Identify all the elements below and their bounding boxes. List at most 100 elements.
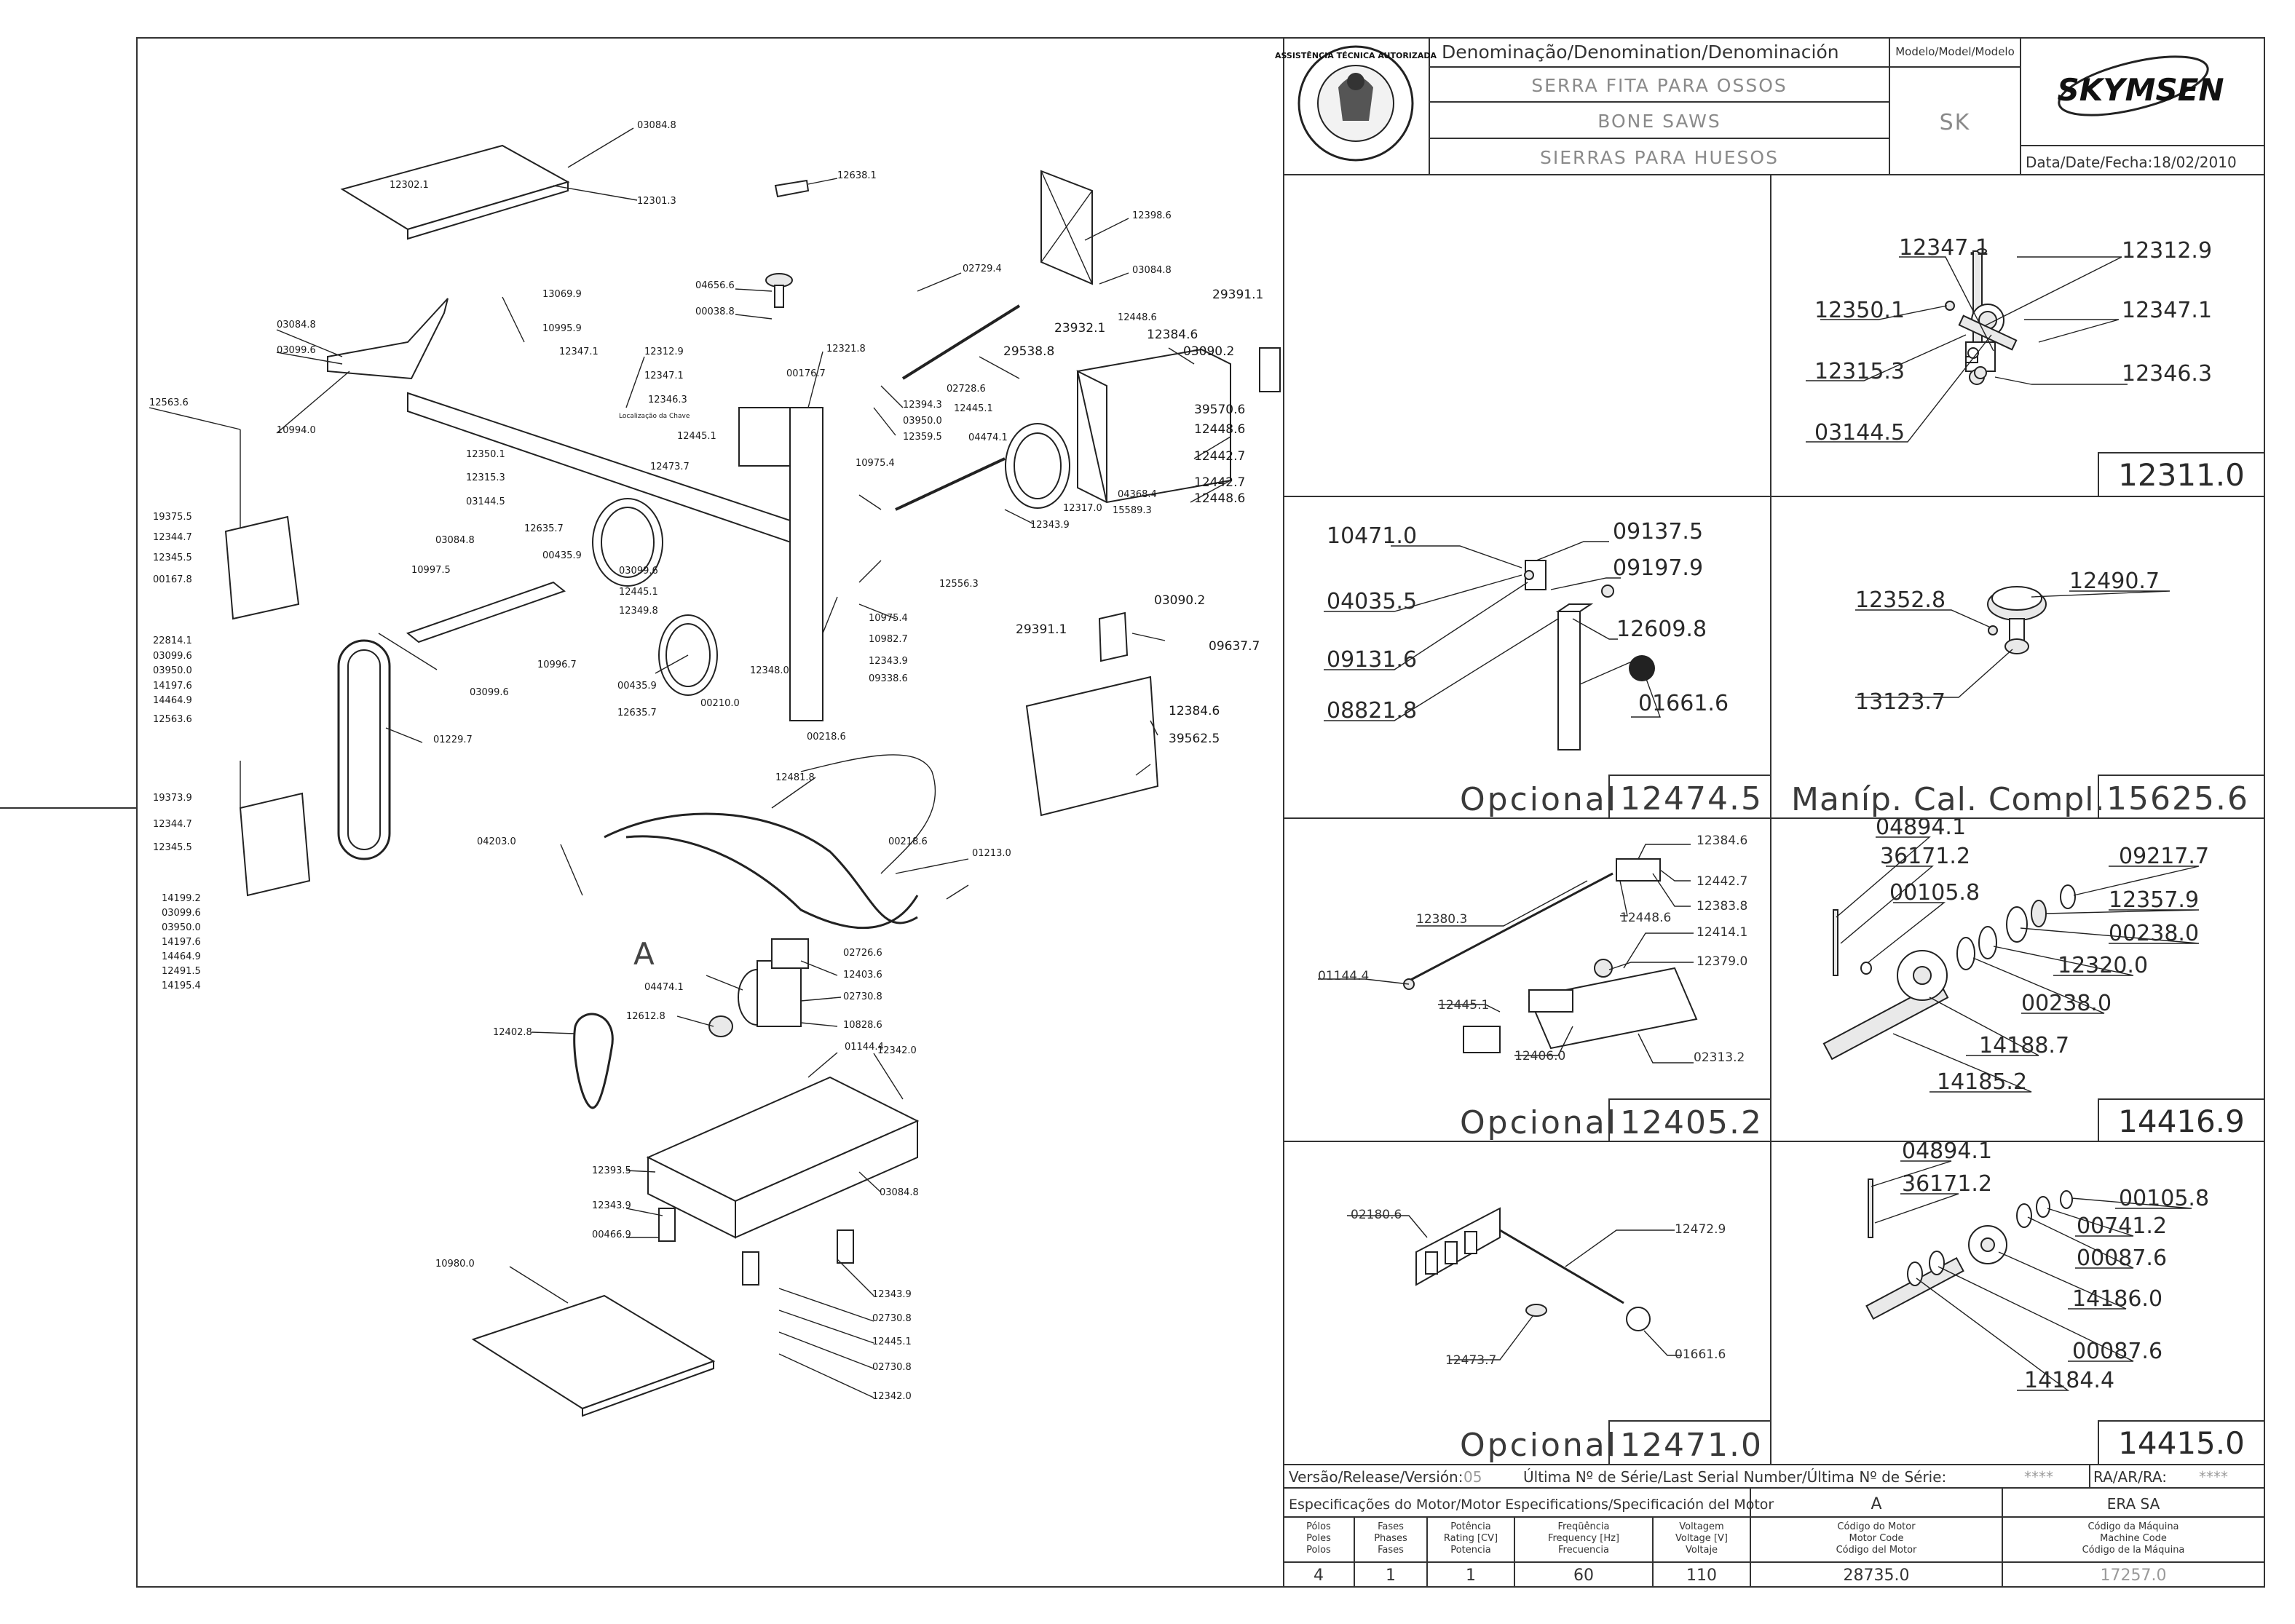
part-12342-0b: 12342.0 [872,1391,912,1402]
bottom-plate-part [471,1294,716,1410]
part-39570-6: 39570.6 [1194,403,1245,417]
part-12342-0: 12342.0 [877,1045,917,1056]
p12405-l7: 01144.4 [1318,969,1369,983]
part-12563-6b: 12563.6 [153,714,192,725]
part-02726-6: 02726.6 [843,948,882,959]
part-19375-5: 19375.5 [153,512,192,523]
part-02729-4: 02729.4 [963,264,1002,274]
part-12481-8: 12481.8 [775,772,815,783]
part-12448-6: 12448.6 [1118,312,1157,323]
panel-15625: Maníp. Cal. Compl. 15625.6 12352.8 12490… [1791,569,2265,819]
p14416-l0: 04894.1 [1876,815,1966,840]
part-00167-8: 00167.8 [153,574,192,585]
part-03090-2b: 03090.2 [1154,593,1205,608]
part-12635-7b: 12635.7 [617,708,657,718]
motor-callout-A: A [633,936,655,972]
panel-12311-title: 12311.0 [2118,457,2245,493]
part-00038-8: 00038.8 [695,306,735,317]
panel-14415-title: 14415.0 [2118,1425,2245,1461]
part-12343-9c: 12343.9 [592,1200,631,1211]
part-22814-1: 22814.1 [153,635,192,646]
motor-code-header-1: Motor Code [1849,1533,1904,1544]
freq-header-2: Frecuencia [1558,1545,1609,1556]
p12405-l0: 12384.6 [1696,833,1747,848]
panel-12471-number: 12471.0 [1620,1427,1763,1464]
part-10995-9: 10995.9 [542,323,582,334]
part-12445-1b: 12445.1 [954,403,993,414]
p14415-l4: 00087.6 [2077,1245,2167,1271]
part-03099-6c: 03099.6 [470,687,509,698]
part-29391-1b: 29391.1 [1016,622,1067,637]
serial-value: **** [2024,1468,2053,1486]
ra-label: RA/AR/RA: [2093,1468,2167,1486]
column-part [789,407,823,721]
poles-header-2: Polos [1306,1545,1331,1556]
part-04474-1: 04474.1 [968,432,1008,443]
p12405-l3: 12380.3 [1416,912,1467,927]
part-29391-1: 29391.1 [1212,288,1263,302]
part-03084-8c: 03084.8 [277,320,316,330]
part-01213-0: 01213.0 [972,848,1011,859]
release-label: Versão/Release/Versión: [1289,1468,1463,1486]
panel-12474-number: 12474.5 [1620,780,1763,817]
brand-logo: SKYMSEN [2057,55,2224,116]
part-03099-6b: 03099.6 [619,566,658,577]
model-value: SK [1940,110,1971,135]
part-10975-4: 10975.4 [856,458,895,469]
machine-code-header-1: Machine Code [2100,1533,2167,1544]
power-header-2: Potencia [1450,1545,1490,1556]
panel-14416-title: 14416.9 [2118,1104,2245,1139]
p12311-l1: 12312.9 [2122,238,2212,264]
part-10982-7: 10982.7 [869,634,908,645]
machine-code-header-2: Código de la Máquina [2082,1545,2185,1556]
part-04474-1b: 04474.1 [644,982,684,993]
p14415-l0: 04894.1 [1902,1138,1992,1164]
part-12448-6c: 12448.6 [1194,491,1245,506]
poles-value: 4 [1314,1566,1324,1585]
part-04656-6: 04656.6 [695,280,735,291]
part-19373-9: 19373.9 [153,793,192,804]
part-12345-5: 12345.5 [153,552,192,563]
ra-value: **** [2199,1468,2228,1486]
part-12638-1: 12638.1 [837,170,877,181]
p12405-l2: 12383.8 [1696,899,1747,914]
part-12403-6: 12403.6 [843,970,882,981]
part-03090-2: 03090.2 [1183,344,1234,359]
panel-grid [1283,175,2264,1587]
part-12445-1c: 12445.1 [619,587,658,598]
part-02730-8: 02730.8 [843,991,882,1002]
voltage-header-2: Voltaje [1686,1545,1718,1556]
p12474-l7: 01661.6 [1638,691,1729,716]
part-03950-0c: 03950.0 [162,922,201,933]
panel-12474: Opcional 12474.5 10471.0 09137.5 09197.9… [1324,519,1771,819]
p12474-l4: 12609.8 [1616,617,1707,642]
p14415-l3: 00741.2 [2077,1213,2167,1239]
part-03084-8d: 03084.8 [435,535,475,546]
part-12347-1b: 12347.1 [644,371,684,381]
motor-id: A [1871,1495,1881,1513]
part-12612-8: 12612.8 [626,1011,665,1022]
part-02730-8c: 02730.8 [872,1362,912,1373]
part-00218-6: 00218.6 [807,732,846,742]
machine-name-es: SIERRAS PARA HUESOS [1540,147,1779,168]
part-29538-8: 29538.8 [1003,344,1054,359]
part-03099-6: 03099.6 [277,345,316,356]
part-10997-5: 10997.5 [411,565,451,576]
machine-code-header-0: Código da Máquina [2087,1521,2179,1532]
part-12344-7: 12344.7 [153,532,192,543]
part-14464-9: 14464.9 [153,695,192,706]
part-localizacao-chave: Localização da Chave [619,413,690,420]
p14416-l1: 36171.2 [1880,844,1970,869]
p12405-l1: 12442.7 [1696,874,1747,889]
motor-spec-title: Especificações do Motor/Motor Especifica… [1289,1497,1774,1513]
era-label: ERA SA [2107,1495,2160,1513]
part-03084-8e: 03084.8 [880,1187,919,1198]
p14415-l5: 14186.0 [2072,1286,2162,1312]
p12311-l2: 12350.1 [1814,298,1905,323]
p12405-l8: 12445.1 [1438,998,1489,1013]
part-04203-0: 04203.0 [477,836,516,847]
motor-spec-table: Versão/Release/Versión: 05 Última Nº de … [1284,1465,2264,1587]
p12405-l5: 12414.1 [1696,925,1747,940]
p12471-l2: 12473.7 [1445,1353,1496,1368]
part-00218-6b: 00218.6 [888,836,928,847]
